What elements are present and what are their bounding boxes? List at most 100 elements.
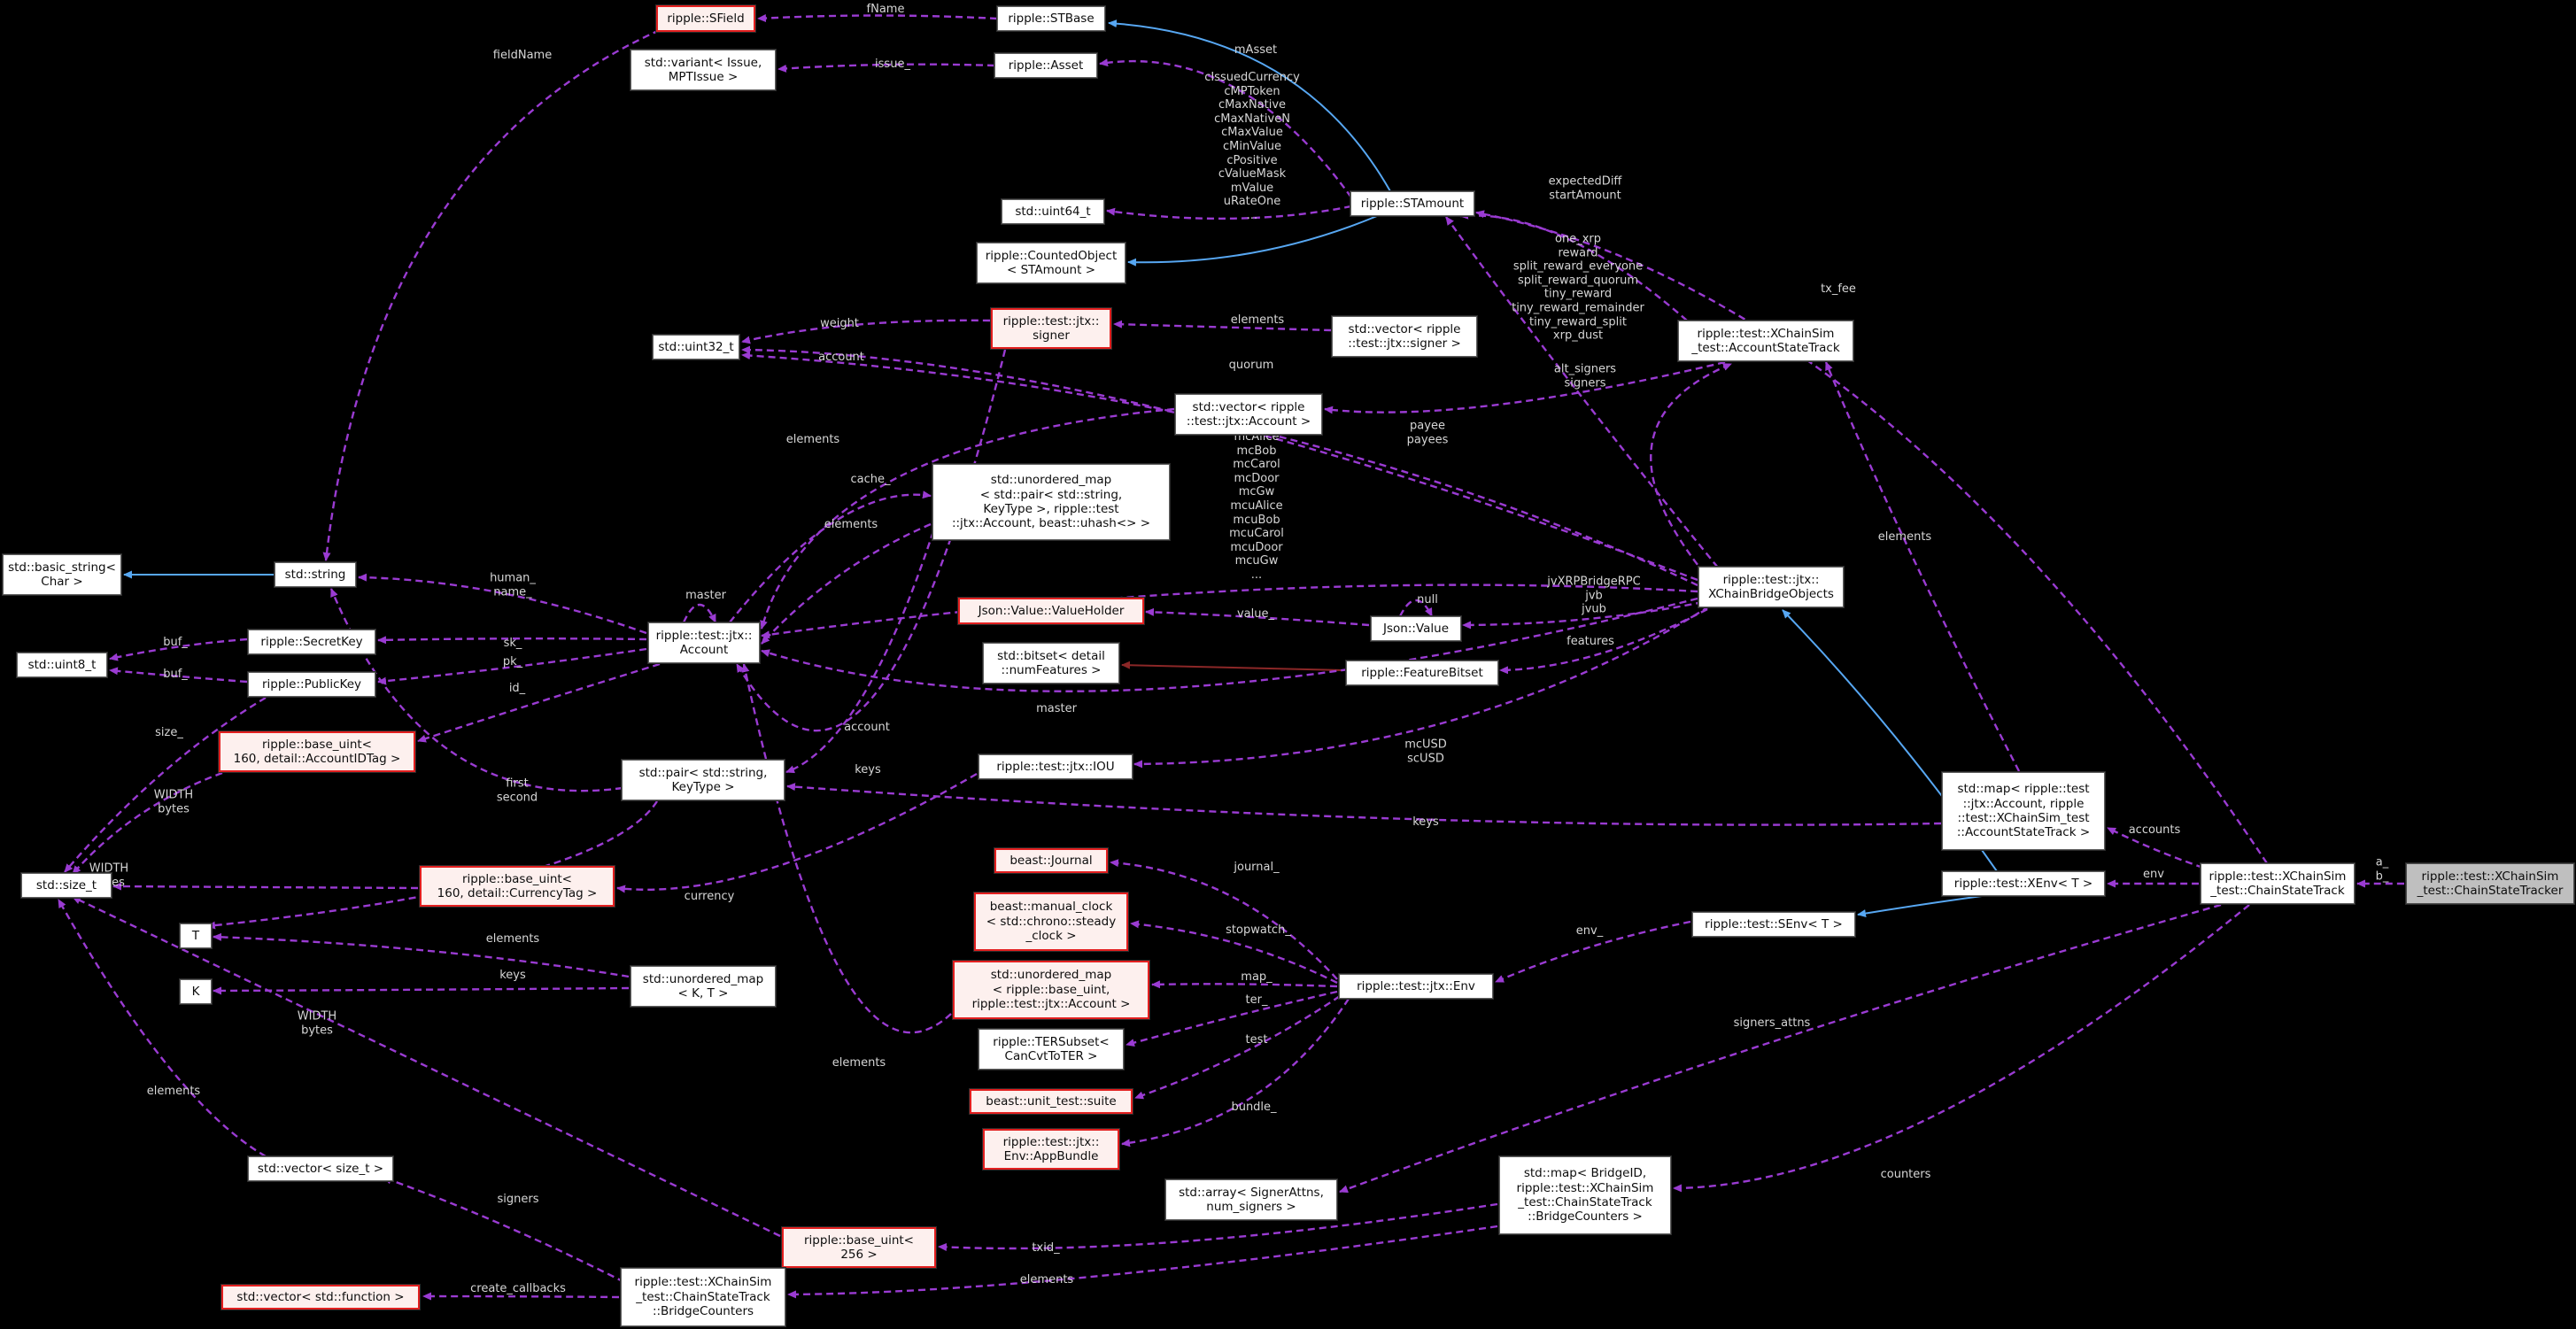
edge-payee: [1324, 360, 1726, 414]
node-asset[interactable]: ripple::Asset: [994, 53, 1097, 78]
edge-create-callbacks: [422, 1292, 620, 1301]
node-k-node[interactable]: K: [180, 979, 212, 1004]
node-senv[interactable]: ripple::test::SEnv< T >: [1692, 912, 1855, 937]
edge-keys-mapacct: [786, 783, 1942, 826]
edge-map: [1151, 980, 1338, 989]
node-bridgecounters[interactable]: ripple::test::XChainSim _test::ChainStat…: [621, 1268, 785, 1326]
edge-jvbridge: [1462, 600, 1704, 630]
edge-size: [64, 696, 267, 873]
node-basic-string[interactable]: std::basic_string< Char >: [3, 554, 121, 595]
edge-pk: [377, 647, 647, 685]
node-account[interactable]: ripple::test::jtx:: Account: [648, 622, 760, 663]
edge-masset: [1099, 58, 1352, 198]
node-stamount[interactable]: ripple::STAmount: [1350, 191, 1474, 216]
edge-master-bridge: [761, 597, 1698, 692]
node-valueholder[interactable]: Json::Value::ValueHolder: [958, 598, 1144, 624]
edge-env-senv: [1495, 920, 1691, 984]
node-appbundle[interactable]: ripple::test::jtx:: Env::AppBundle: [983, 1129, 1119, 1170]
edge-buf2: [109, 667, 248, 684]
node-variant-issue[interactable]: std::variant< Issue, MPTIssue >: [630, 50, 776, 90]
node-base-uint-accountid[interactable]: ripple::base_uint< 160, detail::AccountI…: [219, 731, 415, 772]
node-secretkey[interactable]: ripple::SecretKey: [248, 630, 375, 654]
node-suite[interactable]: beast::unit_test::suite: [970, 1089, 1133, 1114]
edge-signers: [383, 1176, 625, 1284]
node-map-bridgeid[interactable]: std::map< BridgeID, ripple::test::XChain…: [1499, 1156, 1671, 1234]
edge-value: [1145, 607, 1370, 627]
edge-account-signer: [735, 349, 1007, 732]
edge-quorum: [741, 352, 1698, 587]
edge-first-second: [329, 588, 623, 792]
edge-camount-consts: [1106, 205, 1352, 220]
node-jsonvalue[interactable]: Json::Value: [1371, 616, 1461, 641]
edge-bundle: [1121, 998, 1350, 1147]
edge-one-xrp: [1445, 216, 1719, 568]
node-featurebitset[interactable]: ripple::FeatureBitset: [1346, 661, 1498, 685]
edge-stopwatch: [1130, 920, 1338, 985]
edge-keys-umapkt: [213, 986, 630, 995]
edge-master-loop: [682, 604, 717, 623]
edge-stamount-counted-inh: [1127, 215, 1378, 267]
node-vec-function[interactable]: std::vector< std::function >: [221, 1285, 420, 1310]
edge-ter: [1126, 990, 1338, 1047]
edge-null-loop: [1398, 599, 1434, 617]
edge-mcusd: [1133, 605, 1710, 769]
edge-human-name: [358, 573, 647, 635]
edge-elements-signer: [1113, 320, 1332, 332]
edge-id: [417, 662, 661, 743]
edge-width-acct: [72, 771, 223, 875]
node-manual-clock[interactable]: beast::manual_clock < std::chrono::stead…: [974, 892, 1128, 951]
edge-currency: [616, 772, 978, 893]
node-xenv[interactable]: ripple::test::XEnv< T >: [1942, 871, 2105, 896]
edge-cache: [729, 491, 932, 623]
node-string[interactable]: std::string: [275, 562, 356, 587]
node-uint8[interactable]: std::uint8_t: [17, 653, 107, 677]
edge-mcaccounts: [761, 583, 1698, 639]
node-account-state-track[interactable]: ripple::test::XChainSim _test::AccountSt…: [1678, 321, 1853, 361]
node-base-uint-currency[interactable]: ripple::base_uint< 160, detail::Currency…: [420, 866, 615, 907]
node-base-uint-256[interactable]: ripple::base_uint< 256 >: [782, 1227, 936, 1268]
node-umap-cache[interactable]: std::unordered_map < std::pair< std::str…: [932, 464, 1170, 540]
edge-journal: [1110, 859, 1338, 980]
node-publickey[interactable]: ripple::PublicKey: [248, 672, 375, 697]
node-journal[interactable]: beast::Journal: [994, 848, 1108, 873]
edge-alt-signers: [1650, 362, 1732, 575]
node-env[interactable]: ripple::test::jtx::Env: [1339, 974, 1493, 999]
node-umap-kt[interactable]: std::unordered_map < K, T >: [630, 966, 776, 1007]
node-size-t[interactable]: std::size_t: [21, 873, 112, 898]
node-iou[interactable]: ripple::test::jtx::IOU: [979, 754, 1133, 779]
edge-elements-mapacct: [1824, 361, 2021, 772]
edge-weight: [741, 319, 991, 344]
node-signer[interactable]: ripple::test::jtx:: signer: [991, 308, 1111, 349]
node-xchainbridge[interactable]: ripple::test::jtx:: XChainBridgeObjects: [1698, 567, 1844, 607]
edge-elements-vecacct: [760, 407, 1175, 630]
edge-elements-bridgemap: [787, 1225, 1498, 1299]
node-t-node[interactable]: T: [180, 923, 212, 948]
edge-features: [1499, 607, 1708, 675]
edge-tx-fee: [1475, 210, 2268, 864]
node-tersubset[interactable]: ripple::TERSubset< CanCvtToTER >: [979, 1029, 1124, 1070]
edge-width-currency: [112, 882, 419, 891]
edge-xenv-senv-inh: [1857, 895, 1983, 917]
node-pair-string-keytype[interactable]: std::pair< std::string, KeyType >: [622, 760, 785, 800]
edge-issue: [777, 63, 995, 73]
edge-second-t: [206, 800, 659, 930]
edge-sk: [377, 636, 647, 645]
node-map-account-track[interactable]: std::map< ripple::test ::jtx::Account, r…: [1942, 772, 2105, 850]
edge-buf1: [109, 637, 248, 661]
edge-counters: [1673, 904, 2250, 1193]
node-array-signerattns[interactable]: std::array< SignerAttns, num_signers >: [1165, 1179, 1337, 1220]
node-uint64[interactable]: std::uint64_t: [1002, 199, 1104, 224]
node-vec-sizet[interactable]: std::vector< size_t >: [248, 1156, 393, 1181]
edge-elements-umapcache: [761, 522, 932, 645]
node-bitset[interactable]: std::bitset< detail ::numFeatures >: [983, 643, 1119, 684]
node-chainstatetrack[interactable]: ripple::test::XChainSim _test::ChainStat…: [2201, 863, 2355, 904]
node-sfield[interactable]: ripple::SField: [656, 5, 755, 32]
node-vec-signer[interactable]: std::vector< ripple ::test::jtx::signer …: [1332, 316, 1477, 357]
edge-accounts: [2107, 826, 2204, 869]
node-countedobject[interactable]: ripple::CountedObject < STAmount >: [977, 243, 1126, 283]
node-uint32[interactable]: std::uint32_t: [653, 335, 739, 359]
node-vec-account[interactable]: std::vector< ripple ::test::jtx::Account…: [1175, 394, 1322, 435]
node-umap-baseuint[interactable]: std::unordered_map < ripple::base_uint, …: [953, 961, 1149, 1019]
node-stbase[interactable]: ripple::STBase: [997, 6, 1105, 31]
